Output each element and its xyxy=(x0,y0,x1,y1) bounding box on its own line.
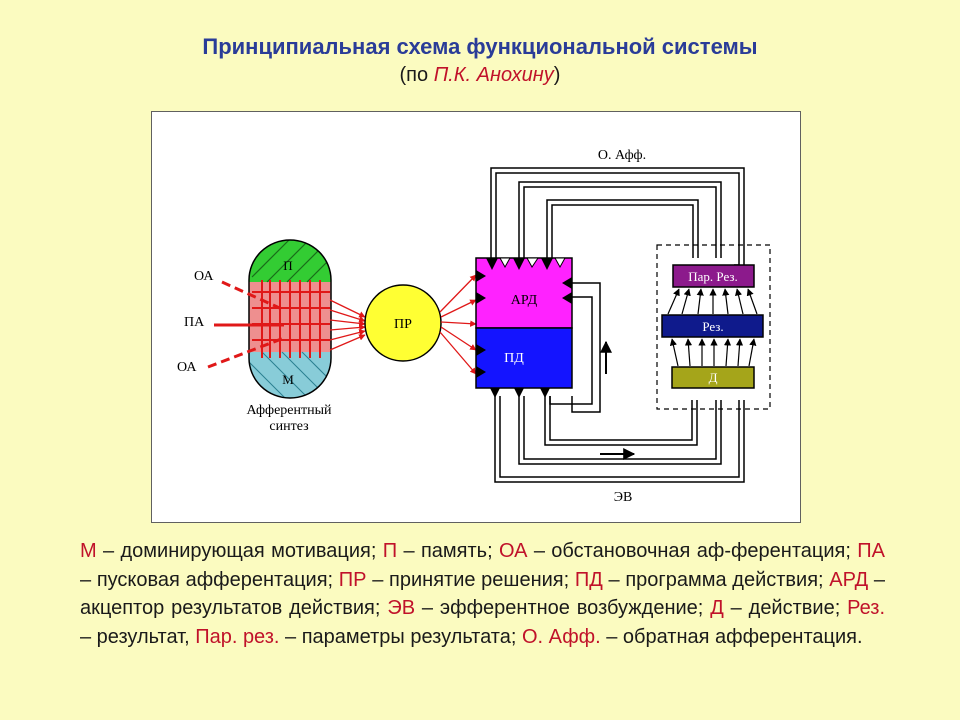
subtitle-prefix: (по xyxy=(399,64,434,86)
pd-label: ПД xyxy=(504,351,524,366)
legend-text: – параметры результата; xyxy=(279,625,522,648)
ard-top-inputs xyxy=(486,258,553,270)
input-arrows xyxy=(207,280,285,369)
legend-key: О. Афф. xyxy=(521,625,601,648)
synthesis-capsule-outline xyxy=(248,239,332,399)
p-label: П xyxy=(283,258,292,273)
legend: М – доминирующая мотивация; П – память; … xyxy=(80,537,885,651)
legend-text: – эфферентное возбуждение; xyxy=(415,597,711,619)
subtitle-author: П.К. Анохину xyxy=(433,64,554,86)
synthesis-to-pr-lines xyxy=(329,299,366,351)
ard-top-notches xyxy=(499,257,566,269)
legend-text: – обратная афферентация. xyxy=(600,625,863,648)
pd-box xyxy=(475,327,573,389)
legend-key: ОА xyxy=(499,540,528,562)
afferent-synthesis: П М xyxy=(248,239,332,399)
pr-circle xyxy=(364,284,442,362)
oa-top-label: ОА xyxy=(194,269,214,284)
rez-box xyxy=(661,314,764,338)
par-rez-box xyxy=(672,264,755,288)
d-to-rez-arrows xyxy=(669,338,757,367)
legend-text: – обстановочная аф-ферентация; xyxy=(527,540,858,562)
legend-key: Д xyxy=(710,597,724,619)
legend-key: ПР xyxy=(338,568,367,591)
legend-key: ПД xyxy=(574,568,603,591)
legend-text: – доминирующая мотивация; xyxy=(96,540,383,562)
afferent-synthesis-label-1: Афферентный xyxy=(246,403,332,418)
legend-text: – программа действия; xyxy=(602,568,830,591)
legend-text: – акцептор результатов действия; xyxy=(80,568,886,620)
efferent-loops xyxy=(494,396,745,483)
pr-to-program-lines xyxy=(439,274,477,375)
pr-label: ПР xyxy=(394,317,412,332)
ard-left-inputs xyxy=(476,270,486,378)
legend-key: П xyxy=(382,540,398,562)
ard-right-inputs xyxy=(562,277,572,304)
functional-system-diagram: О. Афф. ЭВ xyxy=(177,148,771,505)
pd-bottom-outputs xyxy=(490,388,550,398)
legend-text: – результат, xyxy=(80,625,196,648)
page-subtitle: (по П.К. Анохину) xyxy=(0,64,960,87)
synthesis-internal-lines xyxy=(252,280,330,358)
subtitle-suffix: ) xyxy=(553,64,561,86)
legend-text: – память; xyxy=(397,540,499,562)
legend-key: Пар. рез. xyxy=(195,625,280,648)
legend-text: – принятие решения; xyxy=(366,568,575,591)
oa-bottom-label: ОА xyxy=(177,360,197,375)
page-title: Принципиальная схема функциональной сист… xyxy=(202,34,758,59)
legend-text: – пусковая афферентация; xyxy=(80,568,339,591)
legend-text: – действие; xyxy=(723,597,848,619)
diagram-panel: О. Афф. ЭВ xyxy=(151,111,801,523)
d-box xyxy=(671,366,755,389)
par-rez-label: Пар. Рез. xyxy=(688,269,738,284)
legend-key: ЭВ xyxy=(387,597,416,619)
o-aff-label: О. Афф. xyxy=(598,148,646,163)
d-label: Д xyxy=(709,370,718,385)
legend-key: Рез. xyxy=(847,597,885,619)
ard-label: АРД xyxy=(511,293,538,308)
afferent-synthesis-label-2: синтез xyxy=(269,419,309,434)
result-block xyxy=(656,244,771,410)
rez-label: Рез. xyxy=(702,319,723,334)
legend-key: АРД xyxy=(829,568,869,591)
rez-to-par-arrows xyxy=(667,288,758,315)
ev-label: ЭВ xyxy=(614,490,633,505)
pa-label: ПА xyxy=(184,315,205,330)
legend-key: М xyxy=(80,540,97,562)
legend-key: ПА xyxy=(857,540,885,562)
ard-pd-block: АРД ПД xyxy=(475,257,573,398)
m-label: М xyxy=(282,372,294,387)
